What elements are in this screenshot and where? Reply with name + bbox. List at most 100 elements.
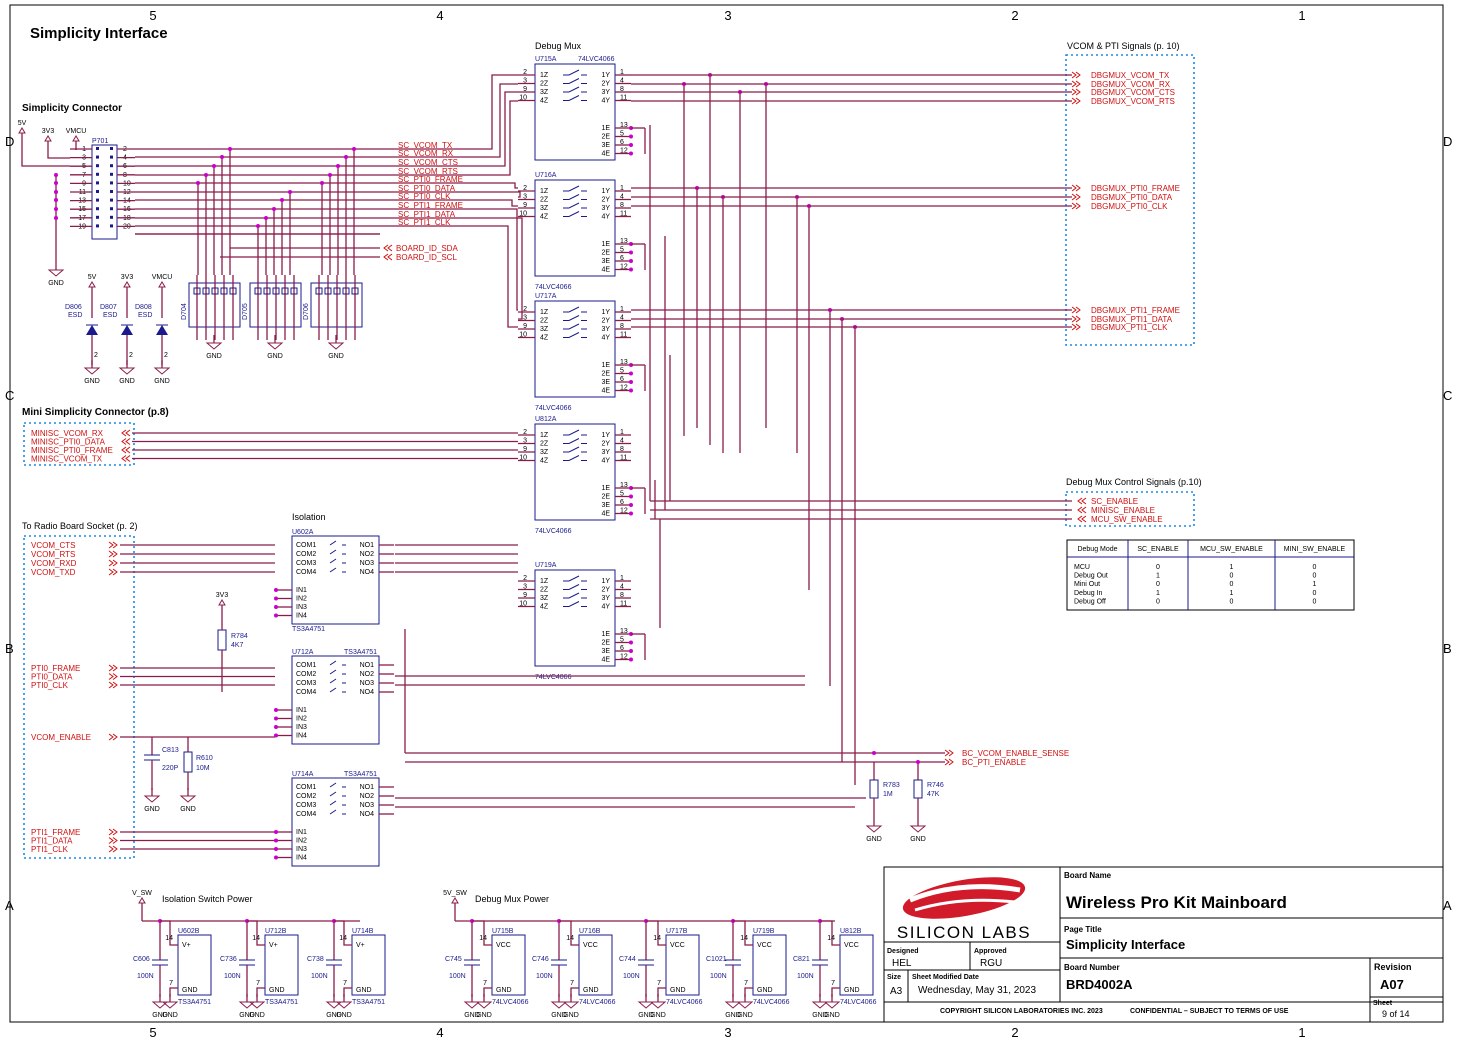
mux-pin-z: 1Z	[540, 309, 549, 316]
vcom-pti-label: DBGMUX_PTI1_CLK	[1091, 323, 1168, 332]
mux-pin-y: 1Y	[601, 432, 610, 439]
mux-pin-z: 2Z	[540, 197, 549, 204]
mux-pin-out: 11	[620, 455, 627, 462]
pin-pad	[96, 155, 99, 159]
pin-pad	[110, 164, 113, 168]
gnd-label: GND	[144, 806, 160, 813]
resistor-body	[913, 779, 923, 799]
power-chip-body	[351, 934, 386, 996]
power-arrow	[158, 281, 166, 288]
iso-pin-com: COM1	[296, 542, 316, 549]
gnd-label: GND	[812, 1012, 828, 1019]
junction-dot	[54, 207, 58, 211]
junction-dot	[54, 198, 58, 202]
zone-number: 3	[724, 1025, 731, 1040]
mux-pin-e: 2E	[601, 371, 610, 378]
offpage-arrow	[1071, 88, 1081, 96]
junction-dot	[336, 164, 340, 168]
junction-dot	[916, 760, 920, 764]
junction-dot	[54, 216, 58, 220]
switch-glyph	[329, 567, 346, 573]
ground-symbol	[118, 367, 136, 375]
switch-glyph	[329, 549, 346, 555]
offpage-arrow	[1077, 515, 1087, 523]
ground-symbol	[83, 367, 101, 375]
offpage-arrow	[1071, 202, 1081, 210]
mux-pin-z: 2Z	[540, 318, 549, 325]
ground-symbol	[153, 367, 171, 375]
gnd-label: GND	[824, 1012, 840, 1019]
mux-pin-out: 4	[620, 315, 624, 322]
gnd-label: GND	[119, 378, 135, 385]
pin-pad	[96, 207, 99, 211]
mux-pin-y: 2Y	[601, 81, 610, 88]
mux-pin-z: 2Z	[540, 81, 549, 88]
mux-pin-in: 3	[523, 438, 527, 445]
wire	[490, 91, 518, 167]
vcom-pti-label: DBGMUX_VCOM_RTS	[1091, 97, 1175, 106]
offpage-arrow	[944, 749, 954, 757]
board-number-label: Board Number	[1064, 963, 1120, 972]
power-pin-top: 14	[252, 935, 260, 942]
wire	[490, 100, 518, 176]
section-isolation: Isolation	[292, 512, 326, 522]
rail-label: 3V3	[216, 592, 229, 599]
zone-letter: A	[5, 898, 14, 913]
switch-glyph	[329, 791, 346, 797]
radio-signal-labels: VCOM_CTSVCOM_RTSVCOM_RXDVCOM_TXDPTI0_FRA…	[31, 541, 275, 854]
mux-pin-in: 9	[523, 592, 527, 599]
esd-cell	[193, 287, 201, 295]
mux-pin-z: 3Z	[540, 89, 549, 96]
offpage-arrow	[1071, 306, 1081, 314]
vcom-pti-label: DBGMUX_PTI0_DATA	[1091, 193, 1173, 202]
mux-chip-body	[534, 569, 616, 667]
sheet-value: 9 of 14	[1382, 1009, 1410, 1019]
power-pin-top: 14	[339, 935, 347, 942]
offpage-arrow	[1071, 184, 1081, 192]
section-isolation-power: Isolation Switch Power	[162, 894, 253, 904]
junction-dot	[629, 143, 633, 147]
gnd-label: GND	[154, 378, 170, 385]
cap-ref: C813	[162, 747, 179, 754]
power-pin-bot: 7	[483, 980, 487, 987]
mux-pin-en: 5	[620, 491, 624, 498]
junction-dot	[320, 181, 324, 185]
section-mini-simplicity: Mini Simplicity Connector (p.8)	[22, 407, 169, 418]
zone-number: 5	[149, 1025, 156, 1040]
junction-dot	[344, 155, 348, 159]
pin-number: 2	[164, 352, 168, 359]
table-cell: 0	[1313, 564, 1317, 571]
section-debug-mux-control: Debug Mux Control Signals (p.10)	[1066, 477, 1202, 487]
decoupling-cap-value: 100N	[311, 973, 328, 980]
ground-symbol	[909, 825, 927, 833]
esd-cell	[220, 287, 228, 295]
switch-glyph	[329, 678, 346, 684]
vcom-pti-label: DBGMUX_PTI1_DATA	[1091, 315, 1173, 324]
iso-pin-no: NO2	[360, 551, 375, 558]
junction-dot	[629, 511, 633, 516]
connector-signal-label: SC_PTI1_CLK	[398, 218, 451, 227]
resistor-value: 1M	[883, 791, 893, 798]
esd-cell	[290, 287, 298, 295]
revision-value: A07	[1380, 977, 1404, 992]
power-pin-bot: 7	[744, 980, 748, 987]
decoupling-cap-value: 100N	[449, 973, 466, 980]
power-arrow	[218, 599, 226, 606]
junction-dot	[629, 371, 633, 376]
offpage-arrow	[1077, 506, 1087, 514]
mux-pin-z: 1Z	[540, 188, 549, 195]
zone-letter: C	[1443, 388, 1452, 403]
wire	[343, 987, 352, 997]
mux-pin-out: 1	[620, 306, 624, 313]
switch-glyph	[563, 69, 587, 76]
mux-pin-en: 5	[620, 131, 624, 138]
power-pin-bot: 7	[831, 980, 835, 987]
zone-number: 1	[1298, 8, 1305, 23]
iso-pin-in: IN4	[296, 855, 307, 862]
gnd-label: GND	[737, 1012, 753, 1019]
iso-pin-in: IN4	[296, 733, 307, 740]
pin-pad	[96, 172, 99, 176]
mux-pin-out: 8	[620, 323, 624, 330]
